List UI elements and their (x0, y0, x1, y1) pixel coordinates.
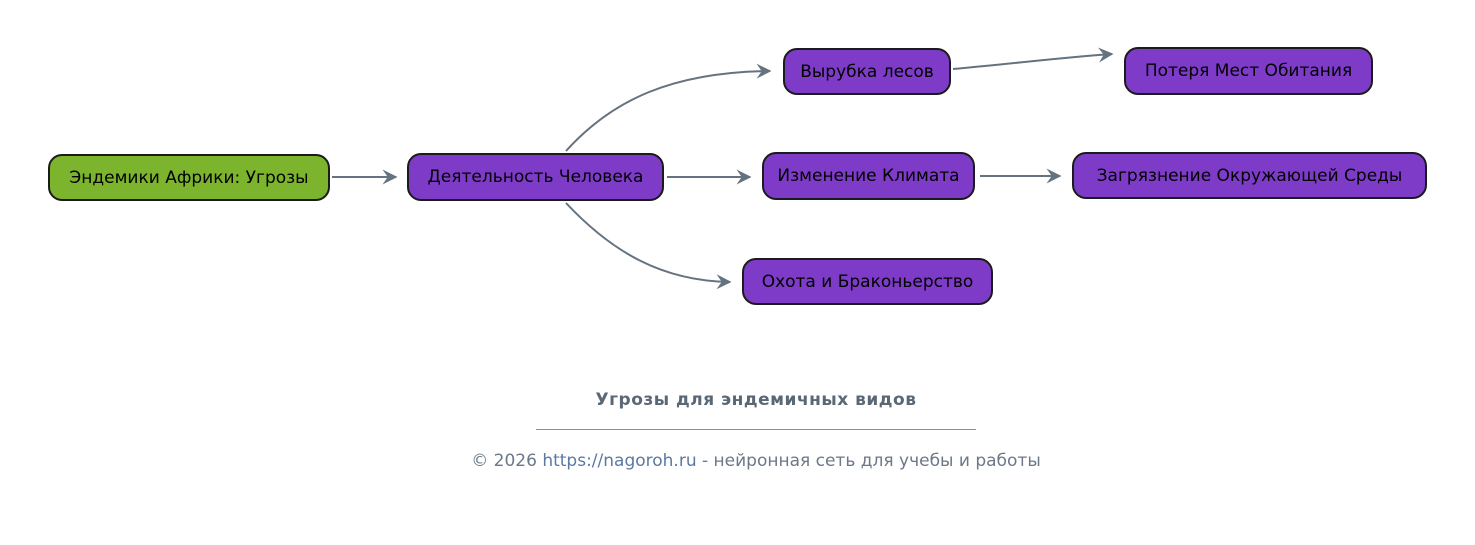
footer-watermark: © 2026 https://nagoroh.ru - нейронная се… (280, 451, 1232, 471)
edge-deforestation-to-habitat-loss (952, 47, 1114, 70)
node-habitat-loss-label: Потеря Мест Обитания (1144, 61, 1353, 81)
node-hunting-poaching: Охота и Браконьерство (742, 258, 993, 305)
node-root: Эндемики Африки: Угрозы (48, 154, 330, 201)
node-root-label: Эндемики Африки: Угрозы (69, 167, 309, 188)
node-pollution: Загрязнение Окружающей Среды (1072, 152, 1427, 199)
edge-human-activity-to-deforestation (565, 63, 772, 152)
edge-human-activity-to-hunting (565, 202, 732, 290)
footer-tagline: - нейронная сеть для учебы и работы (702, 451, 1041, 471)
footer-url-link[interactable]: https://nagoroh.ru (542, 451, 697, 471)
node-climate-change-label: Изменение Климата (777, 166, 960, 186)
node-pollution-label: Загрязнение Окружающей Среды (1096, 165, 1403, 186)
node-deforestation-label: Вырубка лесов (800, 61, 934, 82)
node-deforestation: Вырубка лесов (783, 48, 951, 95)
node-human-activity-label: Деятельность Человека (427, 167, 644, 187)
node-hunting-poaching-label: Охота и Браконьерство (761, 271, 974, 292)
footer-copyright: © 2026 (471, 451, 537, 471)
node-human-activity: Деятельность Человека (407, 153, 664, 201)
caption-divider (536, 429, 976, 430)
diagram-caption: Угрозы для эндемичных видов (595, 390, 917, 410)
node-habitat-loss: Потеря Мест Обитания (1124, 47, 1373, 95)
node-climate-change: Изменение Климата (762, 152, 975, 200)
